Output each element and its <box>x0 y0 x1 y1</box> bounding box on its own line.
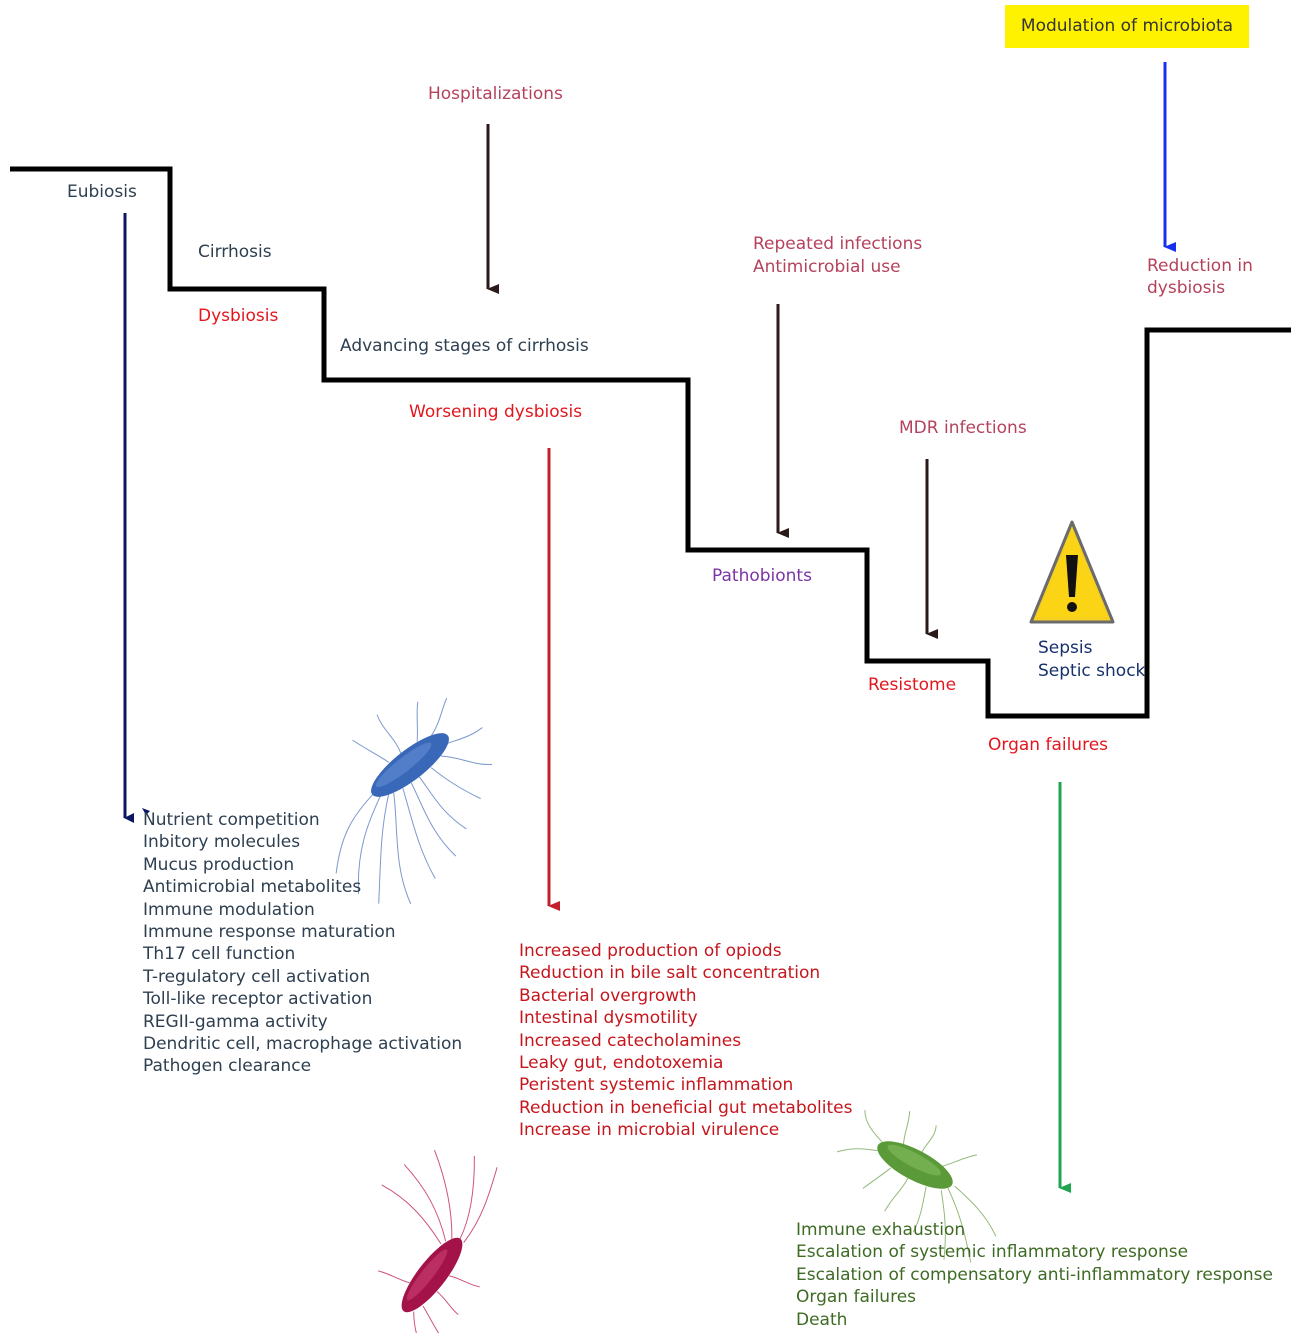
stage-organ-failures: Organ failures <box>988 735 1109 755</box>
list-item: Pathogen clearance <box>143 1056 312 1077</box>
stage-eubiosis: Eubiosis <box>67 182 137 202</box>
stage-sepsis: Sepsis <box>1038 638 1093 658</box>
list-item: Increased production of opiods <box>519 941 782 961</box>
stage-worsening-dysbiosis: Worsening dysbiosis <box>409 402 583 422</box>
stage-advancing-cirrhosis: Advancing stages of cirrhosis <box>340 336 589 356</box>
stage-dysbiosis: Dysbiosis <box>198 306 279 326</box>
list-item: Reduction in beneficial gut metabolites <box>519 1097 853 1118</box>
list-item: Escalation of systemic inflammatory resp… <box>796 1242 1189 1263</box>
eubiosis-effects-list: Nutrient competition Inbitory molecules … <box>143 809 462 1078</box>
trigger-mdr-infections: MDR infections <box>899 418 1027 438</box>
list-item: Immune exhaustion <box>796 1220 966 1240</box>
bacteria-icon <box>836 1110 997 1263</box>
stage-resistome: Resistome <box>868 675 957 695</box>
warning-icon <box>1029 520 1115 624</box>
list-item: Immune modulation <box>143 899 315 920</box>
dysbiosis-effects-list: Increased production of opiods Reduction… <box>519 940 852 1142</box>
list-item: Intestinal dysmotility <box>519 1008 698 1029</box>
stage-pathobionts: Pathobionts <box>712 566 812 586</box>
stage-cirrhosis: Cirrhosis <box>198 242 272 262</box>
bacteria-icon <box>377 1149 498 1333</box>
reduction-in-dysbiosis-line1: Reduction in <box>1147 256 1253 276</box>
list-item: Peristent systemic inflammation <box>519 1075 794 1096</box>
bacteria-icon <box>335 698 493 905</box>
list-item: Immune response maturation <box>143 922 396 943</box>
list-item: Organ failures <box>796 1287 917 1308</box>
list-item: Nutrient competition <box>143 810 320 830</box>
trigger-repeated-infections: Repeated infections <box>753 234 923 254</box>
stage-septic-shock: Septic shock <box>1038 661 1146 681</box>
list-item: T-regulatory cell activation <box>143 966 371 987</box>
list-item: Increase in microbial virulence <box>519 1120 780 1141</box>
organ-failure-effects-list: Immune exhaustion Escalation of systemic… <box>796 1219 1273 1331</box>
list-item: Escalation of compensatory anti-inflamma… <box>796 1264 1273 1285</box>
list-item: Bacterial overgrowth <box>519 985 697 1006</box>
list-item: Dendritic cell, macrophage activation <box>143 1034 463 1055</box>
small-tick-icon <box>142 808 150 815</box>
staircase-line <box>10 166 1291 719</box>
list-item: Inbitory molecules <box>143 832 301 853</box>
list-item: Antimicrobial metabolites <box>143 877 362 898</box>
list-item: REGII-gamma activity <box>143 1011 328 1032</box>
list-item: Reduction in bile salt concentration <box>519 963 821 984</box>
list-item: Mucus production <box>143 854 295 875</box>
list-item: Th17 cell function <box>143 944 296 965</box>
trigger-hospitalizations: Hospitalizations <box>428 84 563 104</box>
list-item: Death <box>796 1309 848 1330</box>
modulation-of-microbiota-box: Modulation of microbiota <box>1005 5 1249 48</box>
trigger-antimicrobial-use: Antimicrobial use <box>753 257 901 277</box>
reduction-in-dysbiosis-line2: dysbiosis <box>1147 278 1226 298</box>
list-item: Leaky gut, endotoxemia <box>519 1053 724 1074</box>
list-item: Increased catecholamines <box>519 1030 742 1051</box>
list-item: Toll-like receptor activation <box>143 989 373 1010</box>
